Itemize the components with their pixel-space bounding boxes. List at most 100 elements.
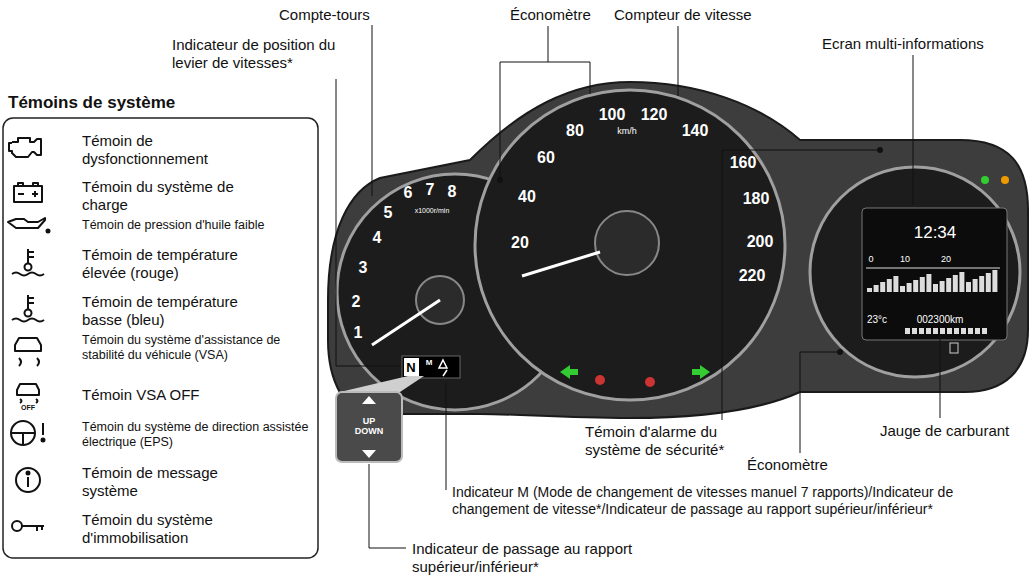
display-bars	[866, 268, 1000, 334]
bar-segment	[926, 274, 931, 292]
dial-number: 4	[373, 230, 382, 246]
legend-entry: Témoin VSA OFF	[82, 386, 282, 404]
dial-number: 5	[384, 205, 393, 221]
cluster-housing	[328, 82, 1028, 418]
bar-segment	[966, 282, 971, 292]
legend-entry: Témoin de température basse (bleu)	[82, 293, 252, 329]
legend-entry: Témoin du système d'assistance de stabil…	[82, 333, 314, 363]
leader-line	[336, 79, 400, 366]
vsa-icon	[15, 338, 41, 366]
scale-line	[866, 268, 1000, 269]
legend-entry: Témoin du système de direction assistée …	[82, 420, 314, 450]
dial-number: 220	[739, 268, 766, 284]
dial-number: 200	[747, 234, 774, 250]
legend-entry: Témoin du système de charge	[82, 178, 252, 214]
dial-unit: x1000r/min	[415, 207, 450, 214]
bar-segment	[867, 288, 872, 292]
dial-number: 6	[404, 185, 413, 201]
odometer-readout: 002300km	[917, 315, 964, 325]
legend-entry: Témoin du système d'immobilisation	[82, 511, 252, 547]
callout-label: Économètre	[510, 6, 591, 24]
dial-unit: km/h	[617, 127, 637, 136]
updown-box	[336, 392, 402, 462]
bar-segment	[959, 272, 964, 292]
bar-segment	[913, 280, 918, 292]
leader-line	[372, 25, 373, 196]
thermo-bulb	[25, 310, 32, 317]
dial-number: 1	[354, 325, 363, 341]
dial-number: 120	[641, 107, 668, 123]
legend-icons	[8, 138, 50, 531]
bar-segment	[920, 277, 925, 292]
legend-entry: Témoin de pression d'huile faible	[82, 218, 317, 233]
dial-number: 60	[537, 150, 555, 166]
node-text: Témoins de système	[3, 93, 319, 113]
bar-segment	[907, 283, 912, 292]
bar-segment	[973, 279, 978, 292]
leader-dot	[497, 177, 503, 183]
leader-line	[678, 26, 679, 96]
speedometer-needle	[522, 252, 600, 276]
leader-line	[446, 382, 447, 490]
fuel-segment	[919, 328, 924, 334]
legend-frame	[3, 118, 318, 558]
fuel-segment	[933, 328, 938, 334]
low-temp-icon	[12, 295, 44, 322]
leader-bracket	[500, 26, 590, 178]
callout-label: Indicateur de passage au rapport supérie…	[412, 540, 657, 576]
info-gauge-face	[810, 167, 1020, 377]
scale-number: 0	[868, 255, 873, 264]
scale-number: 20	[941, 255, 951, 264]
leader-line	[369, 464, 406, 548]
indicator-lamp	[981, 176, 989, 184]
shift-indicator-box: UPDOWN	[336, 392, 402, 462]
bar-segment	[979, 276, 984, 292]
leader-line	[940, 336, 941, 418]
zoom-wedge	[340, 376, 424, 392]
fuel-segment	[926, 328, 931, 334]
scale-number: 10	[900, 255, 910, 264]
tachometer-needle	[372, 300, 440, 345]
bar-segment	[887, 279, 892, 292]
dial-number: 7	[426, 182, 435, 198]
legend-entry: Témoin de message système	[82, 464, 252, 500]
dial-number: 8	[448, 184, 457, 200]
fuel-segment	[961, 328, 966, 334]
indicator-lamp	[1001, 176, 1009, 184]
engine-icon	[9, 138, 41, 157]
multi-info-display	[862, 208, 1007, 340]
dial-number: 80	[566, 123, 584, 139]
gear-position-box	[404, 358, 419, 376]
node-text: UP	[363, 417, 376, 427]
callout-label: Indicateur M (Mode de changement de vite…	[452, 484, 1028, 518]
fuel-segment	[947, 328, 952, 334]
bar-segment	[933, 284, 938, 292]
high-temp-icon	[12, 249, 44, 276]
temperature-readout: 23°c	[867, 315, 887, 325]
info-dot	[27, 472, 30, 475]
oil-drop	[47, 230, 50, 233]
fuel-segment	[954, 328, 959, 334]
dial-number: 3	[359, 260, 368, 276]
dial-number: 40	[518, 189, 536, 205]
thermo-bulb	[25, 264, 32, 271]
callout-label: Jauge de carburant	[880, 422, 1009, 440]
key-blade	[22, 526, 44, 531]
gear-letter: N	[406, 361, 415, 374]
vsa-off-icon	[17, 384, 39, 403]
gear-indicator	[402, 356, 460, 378]
callout-label: Ecran multi-informations	[822, 35, 984, 53]
fuel-segment	[975, 328, 980, 334]
fuel-segment	[912, 328, 917, 334]
leader-dot	[837, 349, 843, 355]
callout-label: Compte-tours	[279, 6, 370, 24]
turn-right-lamp	[692, 365, 710, 379]
dial-number: 2	[352, 294, 361, 310]
mode-letter: M	[426, 359, 433, 367]
steering-spokes	[11, 423, 43, 445]
bar-segment	[992, 270, 997, 292]
dial-number: 180	[743, 191, 770, 207]
leader-line	[800, 352, 840, 453]
info-icon	[16, 468, 40, 492]
